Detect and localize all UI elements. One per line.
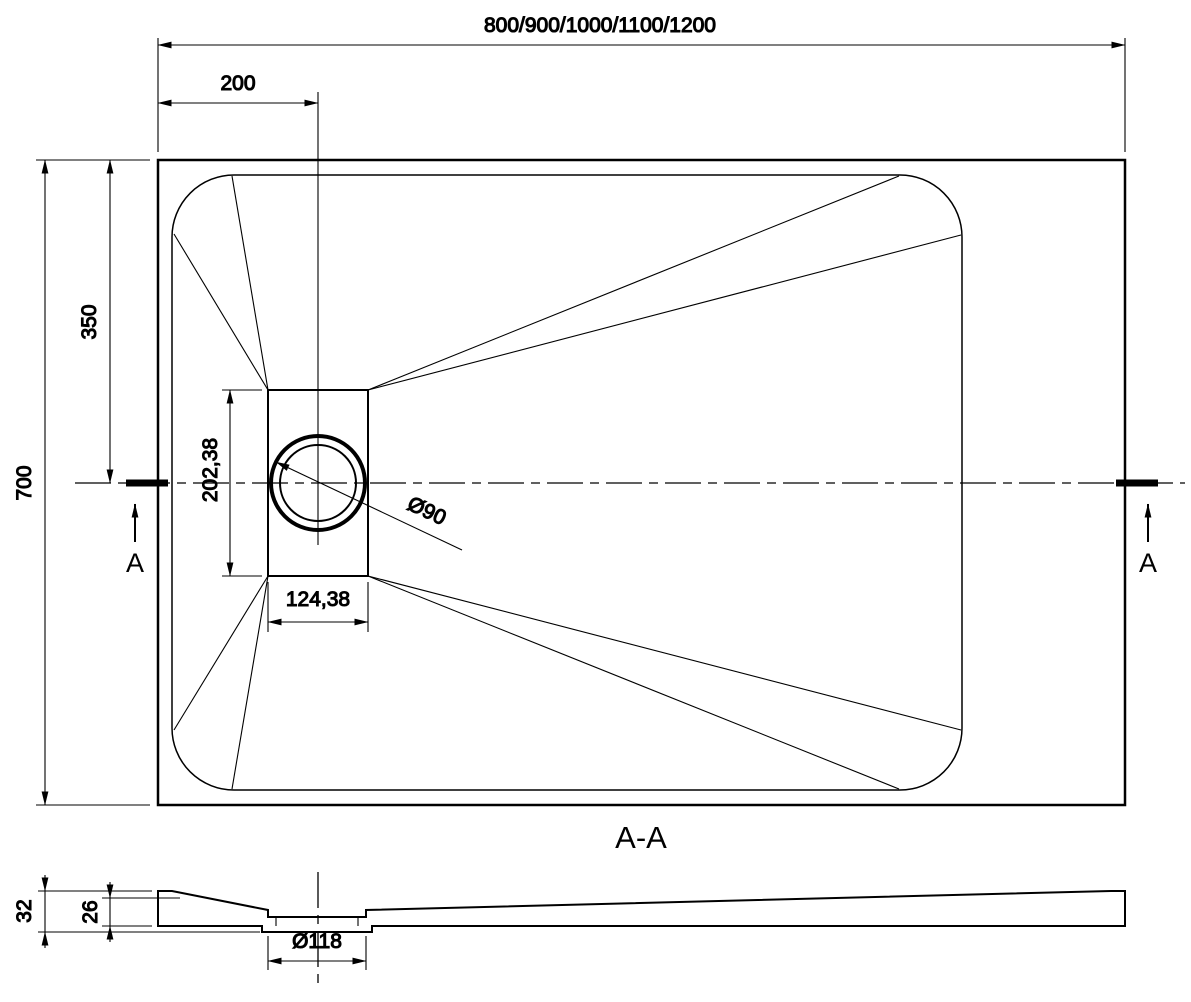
overall-depth-value: 700	[13, 465, 36, 500]
drain-center-depth-value: 350	[78, 304, 101, 339]
drain-diameter-value: Ø90	[404, 492, 450, 530]
slope-line	[367, 575, 900, 790]
section-cut-right: A	[1116, 479, 1158, 578]
slope-line	[173, 233, 269, 391]
slope-line	[367, 175, 900, 391]
overall-width-value: 800/900/1000/1100/1200	[484, 14, 716, 37]
drain-offset-value: 200	[220, 72, 255, 95]
dim-total-height: 32	[12, 875, 260, 948]
dim-drain-box-width: 124,38	[267, 582, 369, 632]
total-height-value: 32	[13, 899, 36, 922]
dim-drain-center-depth: 350	[77, 159, 114, 484]
slope-lines	[173, 175, 962, 790]
inner-height-value: 26	[79, 900, 102, 923]
top-view: A A 800/900/1000/1100/1200 200 700	[12, 13, 1185, 807]
slope-line	[367, 575, 962, 731]
section-title: A-A	[615, 820, 667, 855]
dim-drain-hole: Ø118	[267, 929, 367, 970]
slope-line	[231, 175, 269, 391]
drain-box-width-value: 124,38	[286, 588, 350, 611]
dim-drain-offset: 200	[157, 71, 319, 107]
slope-line	[367, 234, 962, 391]
dim-drain-diameter: Ø90	[275, 461, 463, 551]
dim-overall-depth: 700	[12, 159, 150, 806]
drain-box-height-value: 202,38	[199, 438, 222, 502]
slope-line	[231, 575, 269, 790]
dim-inner-height: 26	[78, 882, 180, 942]
leader-line	[275, 461, 463, 551]
dim-overall-width: 800/900/1000/1100/1200	[157, 13, 1126, 152]
section-label-left: A	[126, 548, 144, 578]
slope-line	[173, 575, 269, 731]
drain	[267, 92, 369, 577]
section-view: A-A 32 26 Ø118	[12, 820, 1126, 985]
section-cut-left: A	[126, 479, 168, 578]
drain-hole-diameter-value: Ø118	[292, 930, 342, 953]
section-profile	[157, 890, 1126, 933]
dim-drain-box-height: 202,38	[198, 389, 262, 577]
section-label-right: A	[1139, 548, 1157, 578]
